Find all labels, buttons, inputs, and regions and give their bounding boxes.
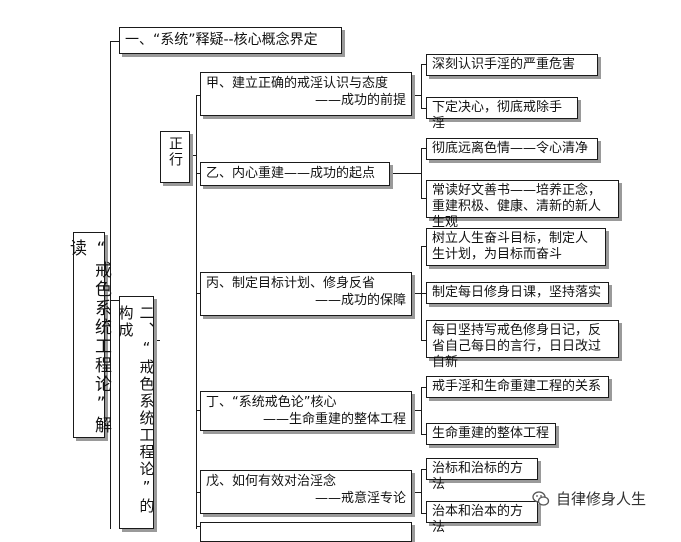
wechat-icon <box>532 490 550 508</box>
node-c-child-3: 每日坚持写戒色修身日记，反省自己每日的言行，日日改过自新 <box>426 320 619 370</box>
zhengxing-label: 正行 <box>167 136 183 168</box>
section2-out-line <box>153 340 160 341</box>
zhengxing-out-line <box>189 155 197 156</box>
node-c-child3-line <box>421 340 427 341</box>
node-c-child-1: 树立人生奋斗目标，制定人生计划，为目标而奋斗 <box>426 228 606 266</box>
node-b-out-line <box>389 173 422 174</box>
node-e-trunk-line <box>421 469 422 513</box>
node-a-child2-line <box>421 108 427 109</box>
node-b-child-2: 常读好文善书——培养正念，重建积极、健康、清新的新人生观 <box>426 180 619 230</box>
section2-title: 二、“戒色系统工程论”的构成 <box>116 305 156 515</box>
node-e-child-2: 治本和治本的方法 <box>426 501 538 535</box>
root-trunk-line <box>110 41 111 529</box>
node-e-out-line <box>411 492 422 493</box>
zhengxing-node: 正行 <box>160 131 190 183</box>
node-e-line2: ——戒意淫专论 <box>314 491 406 506</box>
node-b-child-1-text: 彻底远离色情——令心清净 <box>432 141 589 156</box>
node-d-child2-line <box>421 434 427 435</box>
section1-title: 一、“系统”释疑--核心概念界定 <box>125 32 318 48</box>
node-d-child1-line <box>421 387 427 388</box>
section2-connector-line <box>110 300 120 301</box>
node-a-child-2: 下定决心，彻底戒除手淫 <box>426 97 578 131</box>
node-b: 乙、内心重建——成功的起点 <box>200 162 390 186</box>
main-branch-c <box>196 293 201 294</box>
node-b-line1: 乙、内心重建——成功的起点 <box>206 166 376 181</box>
node-c-line1: 丙、制定目标计划、修身反省 <box>206 276 376 291</box>
section1-node: 一、“系统”释疑--核心概念界定 <box>119 27 342 54</box>
watermark: 自律修身人生 <box>532 488 646 509</box>
node-b-child-2-text: 常读好文善书——培养正念，重建积极、健康、清新的新人生观 <box>432 183 602 230</box>
node-c-line2: ——成功的保障 <box>314 293 406 308</box>
node-c-child2-line <box>421 293 427 294</box>
node-e-child-1-text: 治标和治标的方法 <box>432 461 524 492</box>
node-c-child-2-text: 制定每日修身日课，坚持落实 <box>432 285 602 300</box>
watermark-text: 自律修身人生 <box>556 490 647 508</box>
node-a-trunk-line <box>421 64 422 108</box>
node-b-child-1: 彻底远离色情——令心清净 <box>426 138 598 160</box>
main-trunk-line <box>196 95 197 529</box>
node-c-child-2: 制定每日修身日课，坚持落实 <box>426 282 609 304</box>
node-e: 戊、如何有效对治淫念 ——戒意淫专论 <box>200 470 412 514</box>
node-d-out-line <box>411 410 422 411</box>
node-d-child-1: 戒手淫和生命重建工程的关系 <box>426 376 609 398</box>
main-branch-e <box>196 492 201 493</box>
node-d-child-1-text: 戒手淫和生命重建工程的关系 <box>432 379 602 394</box>
node-c-out-line <box>411 293 422 294</box>
main-branch-a <box>196 95 201 96</box>
node-c-child-1-text: 树立人生奋斗目标，制定人生计划，为目标而奋斗 <box>432 231 589 262</box>
section1-connector-line <box>110 41 120 42</box>
node-e-child2-line <box>421 513 427 514</box>
node-a-child1-line <box>421 64 427 65</box>
node-a-line2: ——成功的前提 <box>314 93 406 108</box>
node-b-child1-line <box>421 148 427 149</box>
section2-node: 二、“戒色系统工程论”的构成 <box>117 296 156 529</box>
main-branch-f <box>196 526 201 527</box>
node-c: 丙、制定目标计划、修身反省 ——成功的保障 <box>200 272 412 316</box>
node-e-child1-line <box>421 469 427 470</box>
node-a-out-line <box>411 95 422 96</box>
node-e-child-1: 治标和治标的方法 <box>426 458 538 492</box>
node-d-line2: ——生命重建的整体工程 <box>262 412 406 427</box>
node-c-child1-line <box>421 246 427 247</box>
node-a: 甲、建立正确的戒淫认识与态度 ——成功的前提 <box>200 72 412 116</box>
root-title: “戒色系统工程论”解读 <box>66 239 111 435</box>
node-f-partial <box>200 522 412 542</box>
node-a-line1: 甲、建立正确的戒淫认识与态度 <box>206 76 389 91</box>
node-a-child-2-text: 下定决心，彻底戒除手淫 <box>432 100 563 131</box>
node-a-child-1-text: 深刻认识手淫的严重危害 <box>432 57 576 72</box>
node-d-child-2-text: 生命重建的整体工程 <box>432 426 550 441</box>
node-c-child-3-text: 每日坚持写戒色修身日记，反省自己每日的言行，日日改过自新 <box>432 323 602 370</box>
node-d-trunk-line <box>421 387 422 434</box>
node-d-line1: 丁、“系统戒色论”核心 <box>206 395 337 410</box>
root-node: “戒色系统工程论”解读 <box>66 232 111 438</box>
node-b-child2-line <box>421 198 427 199</box>
node-d-child-2: 生命重建的整体工程 <box>426 423 556 445</box>
node-d: 丁、“系统戒色论”核心 ——生命重建的整体工程 <box>200 391 412 431</box>
node-a-child-1: 深刻认识手淫的严重危害 <box>426 54 598 76</box>
main-branch-b <box>196 173 201 174</box>
node-b-trunk-line <box>421 148 422 198</box>
root-connector-line <box>104 320 111 321</box>
node-e-child-2-text: 治本和治本的方法 <box>432 504 524 535</box>
node-e-line1: 戊、如何有效对治淫念 <box>206 474 337 489</box>
main-branch-d <box>196 410 201 411</box>
